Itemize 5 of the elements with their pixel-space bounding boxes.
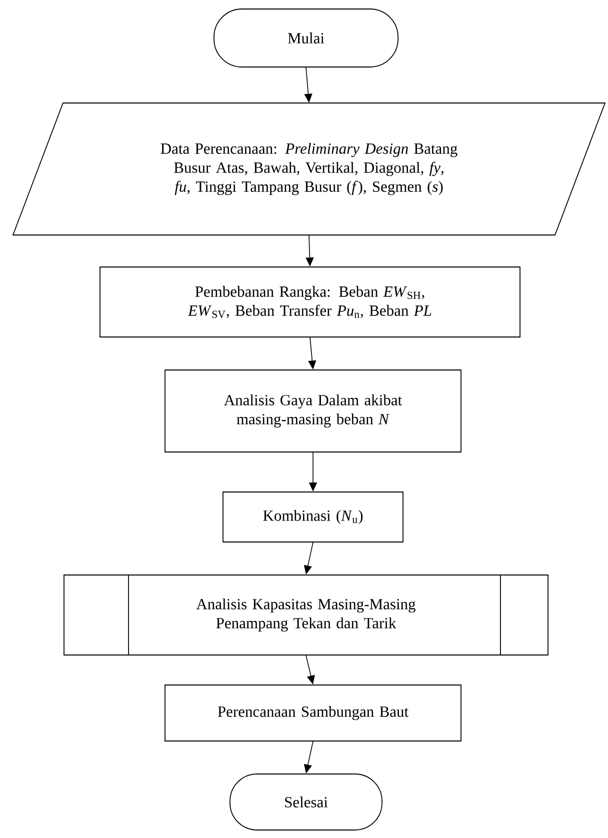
process-box: Perencanaan Sambungan Baut (164, 684, 462, 742)
process-box: Kombinasi (N$_{u}$) (222, 492, 404, 542)
predefined-process-box: Analisis Kapasitas Masing-Masing Penampang Tekan dan Tarik (64, 574, 548, 656)
process-box: Analisis Gaya Dalam akibat masing-masing beban N (164, 370, 462, 452)
process-box: Pembebanan Rangka: Beban EW$_{SH}$, EW$_{SV}$, Beban Transfer Pu$_{n}$, Beban PL (100, 266, 520, 338)
